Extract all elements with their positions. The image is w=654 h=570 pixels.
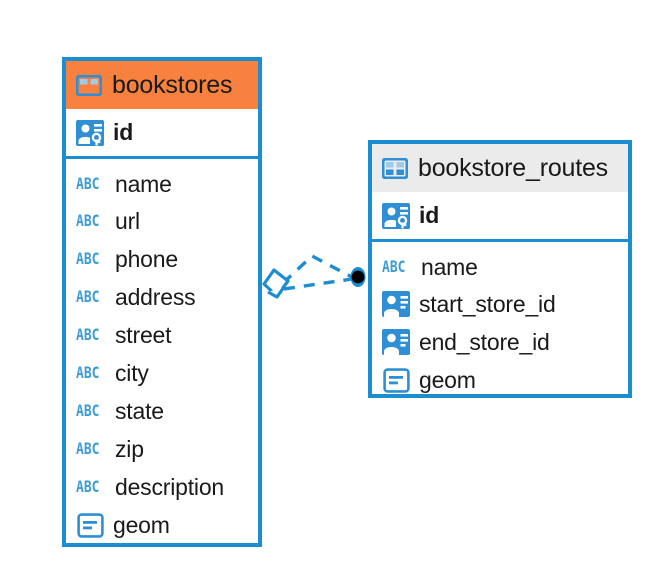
foreign-key-icon [382, 329, 410, 355]
text-type-icon: ABC [76, 477, 100, 497]
primary-key-icon [76, 119, 104, 146]
table-header-bookstores[interactable]: bookstores [66, 61, 258, 109]
field-label-state: state [115, 397, 164, 424]
entity-table-bookstore-routes[interactable]: bookstore_routes [368, 140, 632, 398]
field-row-description[interactable]: ABC description [66, 468, 258, 506]
table-name-label: bookstore_routes [418, 153, 608, 182]
field-label-zip: zip [115, 435, 144, 462]
field-row-address[interactable]: ABC address [66, 278, 258, 316]
field-row-zip[interactable]: ABC zip [66, 430, 258, 468]
field-label-url: url [115, 207, 140, 234]
field-row-phone[interactable]: ABC phone [66, 240, 258, 278]
field-label-start-store-id: start_store_id [419, 290, 556, 317]
table-name-label: bookstores [112, 70, 233, 99]
field-label-id: id [419, 202, 440, 228]
text-type-icon: ABC [76, 363, 100, 383]
field-label-description: description [115, 473, 225, 500]
field-label-name: name [115, 170, 172, 197]
field-label-city: city [115, 359, 149, 386]
table-header-bookstore-routes[interactable]: bookstore_routes [372, 144, 628, 192]
field-row-state[interactable]: ABC state [66, 392, 258, 430]
field-row-city[interactable]: ABC city [66, 354, 258, 392]
fields-block-bookstore-routes: ABC name start_store_id [372, 242, 628, 404]
field-row-street[interactable]: ABC street [66, 316, 258, 354]
field-row-id[interactable]: id [372, 192, 628, 239]
text-type-icon: ABC [76, 211, 100, 231]
primary-key-block-bookstores: id [66, 109, 258, 159]
text-type-icon: ABC [76, 439, 100, 459]
relationship-target-dot-icon [350, 267, 366, 287]
field-row-url[interactable]: ABC url [66, 202, 258, 240]
field-label-street: street [115, 321, 172, 348]
geometry-type-icon [76, 512, 104, 538]
relationship-source-diamond-icon [262, 268, 290, 299]
field-label-phone: phone [115, 245, 178, 272]
field-label-address: address [115, 283, 196, 310]
field-label-end-store-id: end_store_id [419, 328, 550, 355]
field-row-name[interactable]: ABC name [372, 247, 628, 285]
text-type-icon: ABC [76, 287, 100, 307]
field-label-id: id [113, 119, 134, 145]
entity-table-bookstores[interactable]: bookstores id [62, 57, 262, 547]
relationship-line-upper [281, 253, 353, 285]
field-label-name: name [421, 253, 478, 280]
text-type-icon: ABC [76, 249, 100, 269]
table-grid-icon [382, 157, 408, 179]
text-type-icon: ABC [76, 174, 100, 194]
field-row-name[interactable]: ABC name [66, 164, 258, 202]
text-type-icon: ABC [382, 257, 406, 277]
field-row-geom[interactable]: geom [372, 361, 628, 399]
field-label-geom: geom [113, 511, 170, 538]
field-label-geom: geom [419, 366, 476, 393]
foreign-key-icon [382, 291, 410, 317]
text-type-icon: ABC [76, 325, 100, 345]
primary-key-icon [382, 202, 410, 229]
field-row-start-store-id[interactable]: start_store_id [372, 285, 628, 323]
field-row-id[interactable]: id [66, 109, 258, 156]
relationship-line-lower [283, 277, 353, 291]
fields-block-bookstores: ABC name ABC url ABC phone ABC address A… [66, 159, 258, 549]
geometry-type-icon [382, 367, 410, 393]
primary-key-block-bookstore-routes: id [372, 192, 628, 242]
field-row-geom[interactable]: geom [66, 506, 258, 544]
field-row-end-store-id[interactable]: end_store_id [372, 323, 628, 361]
text-type-icon: ABC [76, 401, 100, 421]
table-grid-icon [76, 74, 102, 96]
